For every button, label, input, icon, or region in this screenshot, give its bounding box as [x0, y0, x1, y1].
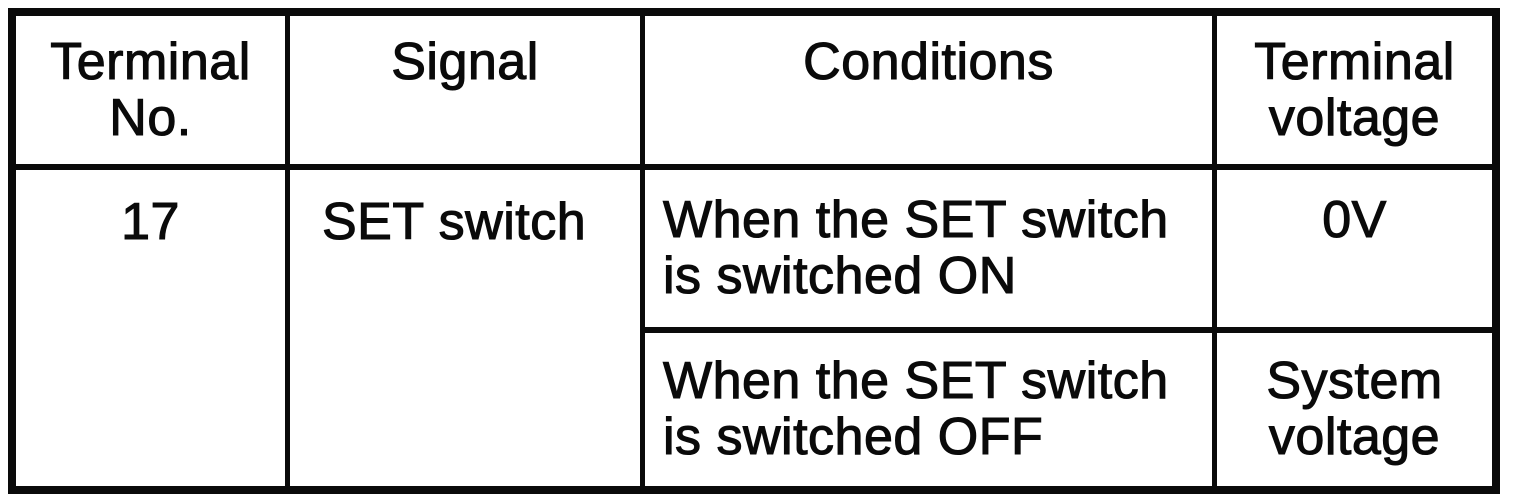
header-signal: Signal: [290, 16, 645, 170]
cell-signal: SET switch: [290, 170, 645, 486]
cell-condition-off: When the SET switch is switched OFF: [645, 333, 1217, 486]
cell-voltage-off: System voltage: [1266, 352, 1443, 466]
cell-terminal-no: 17: [16, 170, 290, 486]
cell-voltage-on: 0V: [1217, 170, 1492, 333]
header-terminal-no: Terminal No.: [16, 16, 290, 170]
cell-condition-on: When the SET switch is switched ON: [645, 170, 1217, 333]
header-conditions: Conditions: [645, 16, 1217, 170]
header-terminal-voltage: Terminal voltage: [1217, 16, 1492, 170]
terminal-voltage-table: Terminal No. Signal Conditions Terminal …: [8, 8, 1500, 494]
